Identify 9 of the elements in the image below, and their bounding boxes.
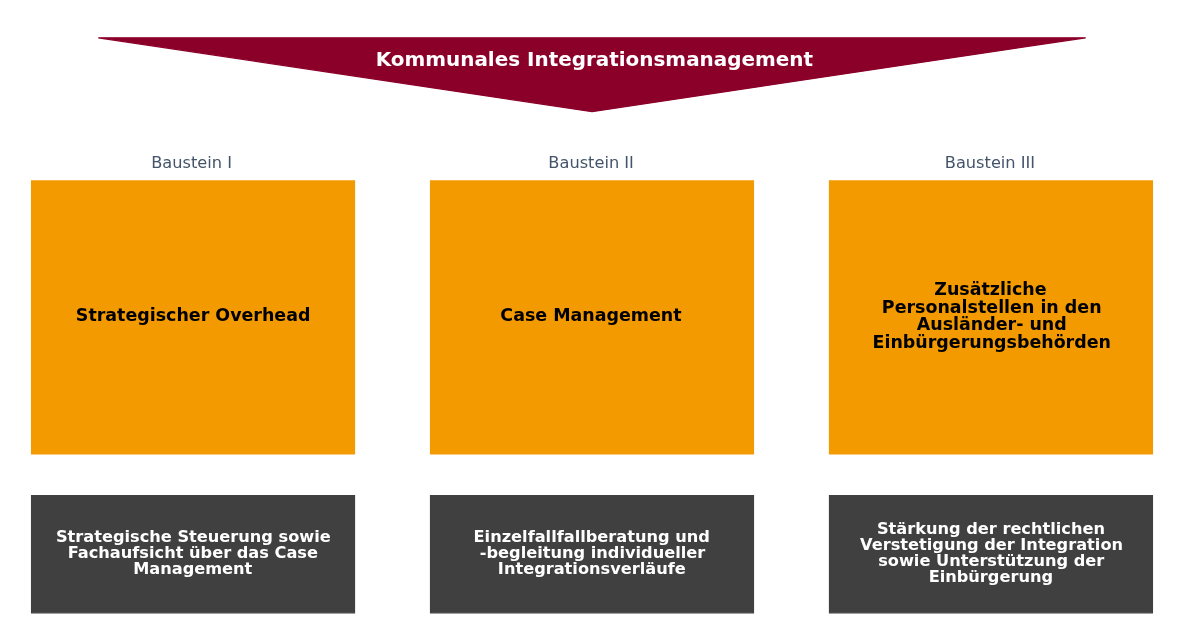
node-box: Case Management	[429, 180, 755, 455]
node-label: Baustein I	[151, 153, 232, 173]
node-box: Einzelfallfallberatung und -begleitung individueller Integrationsverläufe	[429, 495, 755, 614]
node-label: Baustein III	[944, 153, 1036, 173]
node-box: Stärkung der rechtlichen Verstetigung der Integration sowie Unterstützung der Einbürgerung	[828, 495, 1154, 614]
node-box: Zusätzliche Personalstellen in den Ausländer- und Einbürgerungsbehörden	[828, 180, 1154, 455]
node-box: Strategischer Overhead	[30, 180, 356, 455]
node-label: Baustein II	[548, 153, 634, 173]
node-box: Strategische Steuerung sowie Fachaufsicht über das Case Management	[30, 495, 356, 614]
